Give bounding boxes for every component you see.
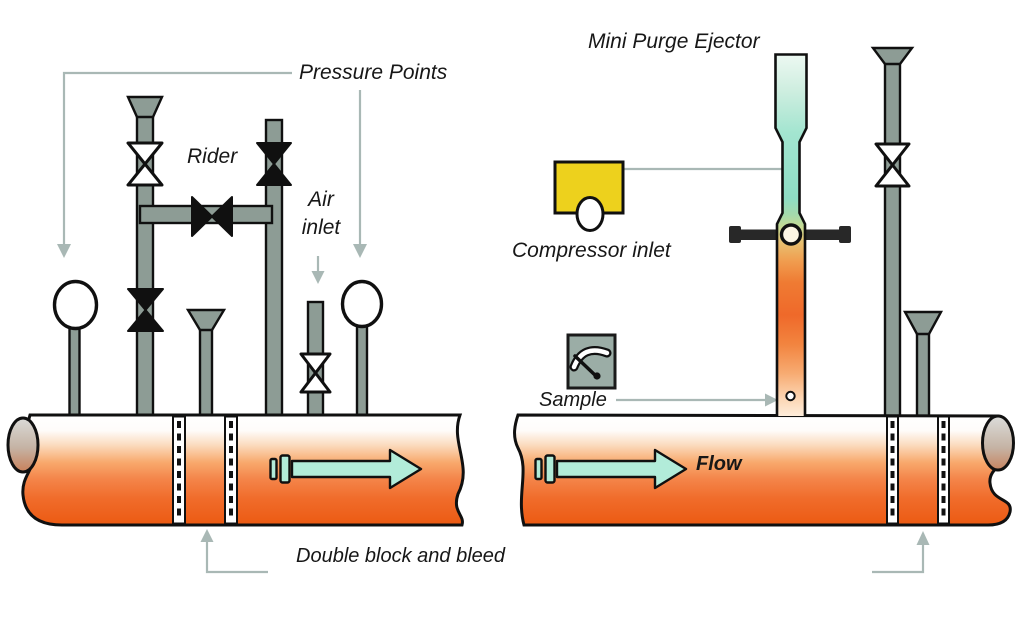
gate-valve-closed-icon: [256, 142, 292, 165]
label-compressor-inlet: Compressor inlet: [512, 239, 671, 262]
gate-valve-open-icon: [874, 163, 911, 188]
sample-port-hole: [785, 390, 796, 402]
gate-valve-open-icon: [126, 141, 164, 166]
meter-arc: [571, 348, 610, 370]
gate-valve-open-icon: [299, 371, 332, 394]
bleed-vent-pipe-right: [915, 330, 931, 420]
ejector-tube-outline: [774, 53, 808, 416]
down-arrowhead-icon: [353, 244, 367, 258]
pressure-gauge-icon: [52, 279, 99, 331]
block-flange: [886, 415, 899, 525]
ejector-nozzle: [779, 223, 803, 246]
ejector-crossbar-endcap: [839, 226, 851, 243]
compressor-port: [575, 196, 605, 232]
label-sample: Sample: [539, 389, 607, 411]
block-flange: [937, 415, 950, 525]
pipe-end-opening-left: [6, 416, 40, 474]
compressor-callout-line: [623, 167, 792, 199]
funnel-vent-icon: [870, 46, 915, 66]
down-arrowhead-icon: [57, 244, 71, 258]
flow-arrow-icon: [555, 448, 688, 490]
pressure-gauge-icon: [340, 279, 384, 329]
block-flange: [172, 415, 186, 525]
flow-arrow-icon: [290, 448, 423, 490]
pressure-point-stem-right: [355, 322, 369, 420]
up-arrowhead-icon: [200, 529, 214, 542]
flow-tick-bar: [269, 457, 278, 481]
flow-tick-bar: [534, 457, 543, 481]
dbb-callout-line-right: [872, 545, 925, 574]
gate-valve-closed-icon: [191, 196, 213, 237]
tall-valve-stack-pipe: [883, 60, 902, 420]
label-rider: Rider: [187, 145, 238, 168]
pressure-points-callout-line-left: [62, 71, 292, 244]
gate-valve-open-icon: [299, 352, 332, 375]
gate-valve-open-icon: [126, 162, 164, 187]
gate-valve-closed-icon: [127, 309, 164, 332]
ejector-crossbar-endcap: [729, 226, 741, 243]
dbb-callout-line-left: [205, 542, 268, 574]
bleed-vent-pipe-left: [198, 326, 214, 420]
label-flow: Flow: [696, 453, 742, 475]
label-air-inlet-line1: Air: [308, 188, 334, 211]
flow-tick-bar: [279, 454, 291, 484]
funnel-vent-icon: [185, 308, 227, 332]
meter-needle: [573, 354, 598, 378]
label-air-inlet: Air inlet: [286, 186, 356, 242]
flow-tick-bar: [544, 454, 556, 484]
up-arrowhead-icon: [916, 531, 930, 545]
pressure-point-stem-left: [68, 324, 81, 420]
block-flange: [224, 415, 238, 525]
down-arrowhead-icon: [311, 271, 325, 284]
label-pressure-points: Pressure Points: [299, 61, 448, 84]
right-arrowhead-icon: [765, 393, 778, 407]
label-air-inlet-line2: inlet: [301, 216, 341, 239]
gate-valve-closed-icon: [256, 163, 292, 186]
meter-needle-pivot: [593, 372, 601, 380]
gate-valve-closed-icon: [127, 288, 164, 311]
funnel-vent-icon: [126, 95, 164, 119]
gate-valve-open-icon: [874, 142, 911, 167]
label-double-block-and-bleed: Double block and bleed: [296, 545, 506, 567]
gate-valve-closed-icon: [211, 196, 233, 237]
pipe-end-opening-right: [981, 414, 1015, 472]
funnel-vent-icon: [902, 310, 944, 336]
label-mini-purge-ejector: Mini Purge Ejector: [588, 30, 760, 53]
